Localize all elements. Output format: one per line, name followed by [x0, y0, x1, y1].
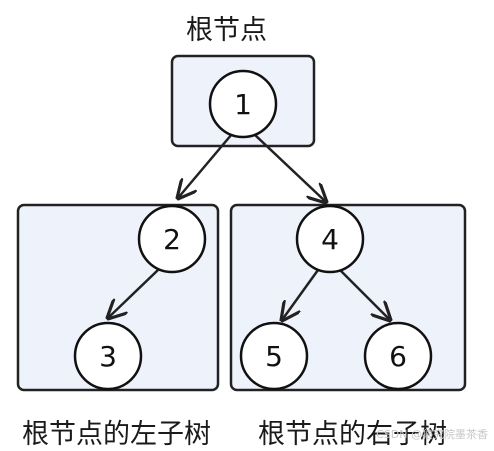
node-3: 3	[73, 321, 143, 391]
edge-4-6	[339, 269, 390, 320]
root-label: 根节点	[186, 15, 267, 46]
node-5: 5	[239, 321, 309, 391]
node-3-label: 3	[99, 340, 117, 373]
node-1: 1	[208, 69, 278, 139]
watermark: CSDN @猿究院墨茶香	[376, 428, 488, 441]
left-subtree-label: 根节点的左子树	[22, 419, 211, 450]
edge-1-4	[253, 133, 326, 202]
node-2-label: 2	[163, 223, 181, 256]
node-2: 2	[137, 204, 207, 274]
node-6-label: 6	[389, 340, 407, 373]
edge-2-3	[108, 269, 159, 318]
edge-1-2	[178, 133, 233, 198]
node-6: 6	[363, 321, 433, 391]
node-4-label: 4	[321, 223, 339, 256]
node-4: 4	[295, 204, 365, 274]
node-1-label: 1	[234, 88, 252, 121]
edge-4-5	[282, 269, 320, 320]
right-subtree-label: 根节点的右子树	[258, 419, 447, 450]
node-5-label: 5	[265, 340, 283, 373]
